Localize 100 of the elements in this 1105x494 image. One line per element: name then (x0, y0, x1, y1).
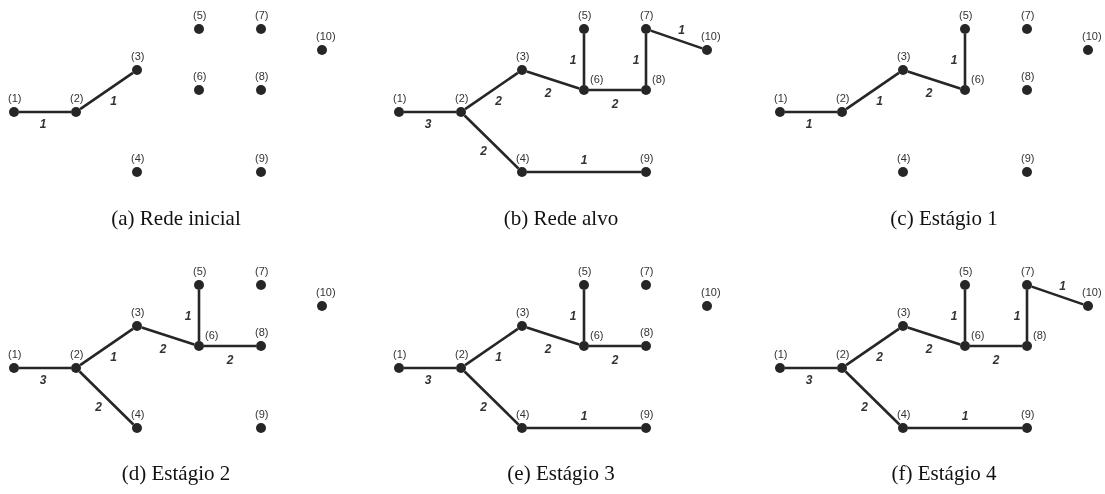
vertex-label: (8) (255, 70, 269, 82)
edge-label: 1 (804, 118, 814, 130)
edge-line (1031, 285, 1084, 306)
edge-label: 2 (494, 95, 503, 107)
panel-caption: (c) Estágio 1 (890, 206, 998, 231)
vertex-label: (8) (652, 73, 666, 85)
edge-label: 1 (1058, 279, 1067, 292)
vertex-label: (2) (836, 348, 850, 360)
edge-label: 2 (543, 87, 553, 99)
vertex-label: (10) (1082, 286, 1102, 298)
edge-label: 2 (543, 343, 553, 355)
vertex-label: (4) (897, 152, 911, 164)
edge-line (79, 71, 134, 111)
edge-line (844, 370, 901, 426)
vertex-label: (4) (131, 408, 145, 420)
vertex-label: (5) (959, 265, 973, 277)
edge-line (527, 170, 641, 174)
edge-line (197, 290, 201, 341)
vertex-label: (6) (205, 329, 219, 341)
edge-line (650, 29, 703, 50)
edge-line (79, 327, 134, 367)
vertex-label: (9) (255, 152, 269, 164)
vertex-label: (2) (455, 92, 469, 104)
vertex-label: (7) (255, 9, 269, 21)
vertex-label: (2) (70, 348, 84, 360)
vertex-label: (7) (640, 265, 654, 277)
edge-line (845, 327, 900, 367)
vertex-label: (6) (590, 329, 604, 341)
vertex-label: (3) (516, 50, 530, 62)
edge-line (204, 344, 256, 348)
edge-line (1025, 290, 1029, 341)
edge-label: 1 (1012, 309, 1022, 322)
edge-label: 2 (158, 343, 168, 355)
vertex-label: (10) (316, 286, 336, 298)
edge-line (404, 110, 456, 114)
vertex-label: (5) (578, 265, 592, 277)
edge-line (78, 370, 135, 426)
edge-line (404, 366, 456, 370)
edge-label: 3 (423, 118, 433, 130)
edge-line (589, 344, 641, 348)
panel-caption: (d) Estágio 2 (121, 461, 231, 486)
panel-caption: (a) Rede inicial (111, 206, 241, 231)
edge-line (963, 34, 967, 85)
edge-line (589, 88, 641, 92)
vertex-label: (7) (1021, 9, 1035, 21)
vertex-label: (1) (8, 348, 22, 360)
edge-label: 3 (804, 374, 814, 386)
vertex-label: (1) (774, 92, 788, 104)
edge-line (785, 366, 837, 370)
edge-label: 2 (225, 354, 235, 366)
vertex-label: (5) (193, 9, 207, 21)
vertex-label: (3) (131, 50, 145, 62)
vertex-label: (3) (897, 50, 911, 62)
edge-label: 1 (109, 351, 118, 363)
vertex-label: (9) (640, 152, 654, 164)
vertex-label: (8) (1033, 329, 1047, 341)
vertex-label: (7) (255, 265, 269, 277)
edge-label: 1 (949, 309, 959, 322)
vertex-label: (3) (131, 306, 145, 318)
vertex-label: (8) (640, 326, 654, 338)
edge-label: 1 (568, 53, 578, 66)
vertex-label: (9) (1021, 152, 1035, 164)
edge-label: 2 (479, 401, 488, 413)
edge-label: 2 (991, 354, 1001, 366)
vertex-label: (4) (516, 408, 530, 420)
edge-line (582, 34, 586, 85)
vertex-label: (7) (1021, 265, 1035, 277)
edge-line (963, 290, 967, 341)
edge-line (141, 326, 195, 346)
edge-label: 1 (960, 410, 970, 422)
vertex-label: (3) (516, 306, 530, 318)
edge-line (907, 70, 961, 90)
vertex-label: (6) (971, 329, 985, 341)
edge-label: 2 (924, 87, 934, 99)
vertex-label: (8) (1021, 70, 1035, 82)
edge-label: 1 (568, 309, 578, 322)
edge-label: 1 (38, 118, 48, 130)
edge-label: 1 (494, 351, 503, 363)
edge-label: 1 (109, 95, 118, 107)
vertex-label: (2) (70, 92, 84, 104)
edge-label: 1 (949, 53, 959, 66)
edge-label: 2 (479, 145, 488, 157)
edge-line (785, 110, 837, 114)
edge-label: 2 (94, 401, 103, 413)
panel-caption: (e) Estágio 3 (507, 461, 615, 486)
vertex-label: (10) (701, 30, 721, 42)
vertex-label: (1) (774, 348, 788, 360)
vertex-label: (4) (897, 408, 911, 420)
vertex-label: (8) (255, 326, 269, 338)
edge-line (463, 370, 520, 426)
edge-label: 1 (579, 154, 589, 166)
edge-label: 3 (38, 374, 48, 386)
vertex-label: (2) (455, 348, 469, 360)
vertex-label: (4) (131, 152, 145, 164)
vertex-label: (10) (1082, 30, 1102, 42)
vertex-label: (1) (8, 92, 22, 104)
edge-line (19, 366, 71, 370)
vertex-label: (2) (836, 92, 850, 104)
edge-line (908, 426, 1022, 430)
edge-line (582, 290, 586, 341)
